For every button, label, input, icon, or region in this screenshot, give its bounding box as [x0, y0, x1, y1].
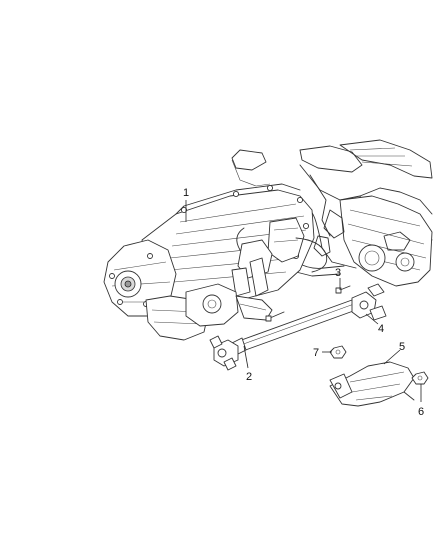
callout-5: 5 — [399, 341, 405, 353]
callout-7: 7 — [313, 347, 319, 359]
heat-shield — [329, 361, 415, 407]
callout-6: 6 — [418, 406, 424, 418]
bolt-6 — [411, 371, 429, 385]
transmission — [103, 183, 328, 341]
callout-4: 4 — [378, 323, 384, 335]
callout-2: 2 — [246, 371, 252, 383]
leader-lines — [185, 200, 422, 402]
drive-shaft — [209, 283, 387, 371]
callout-3: 3 — [335, 267, 341, 279]
engine-frame-background — [231, 139, 433, 287]
nut-7 — [329, 345, 347, 359]
callout-1: 1 — [183, 187, 189, 199]
